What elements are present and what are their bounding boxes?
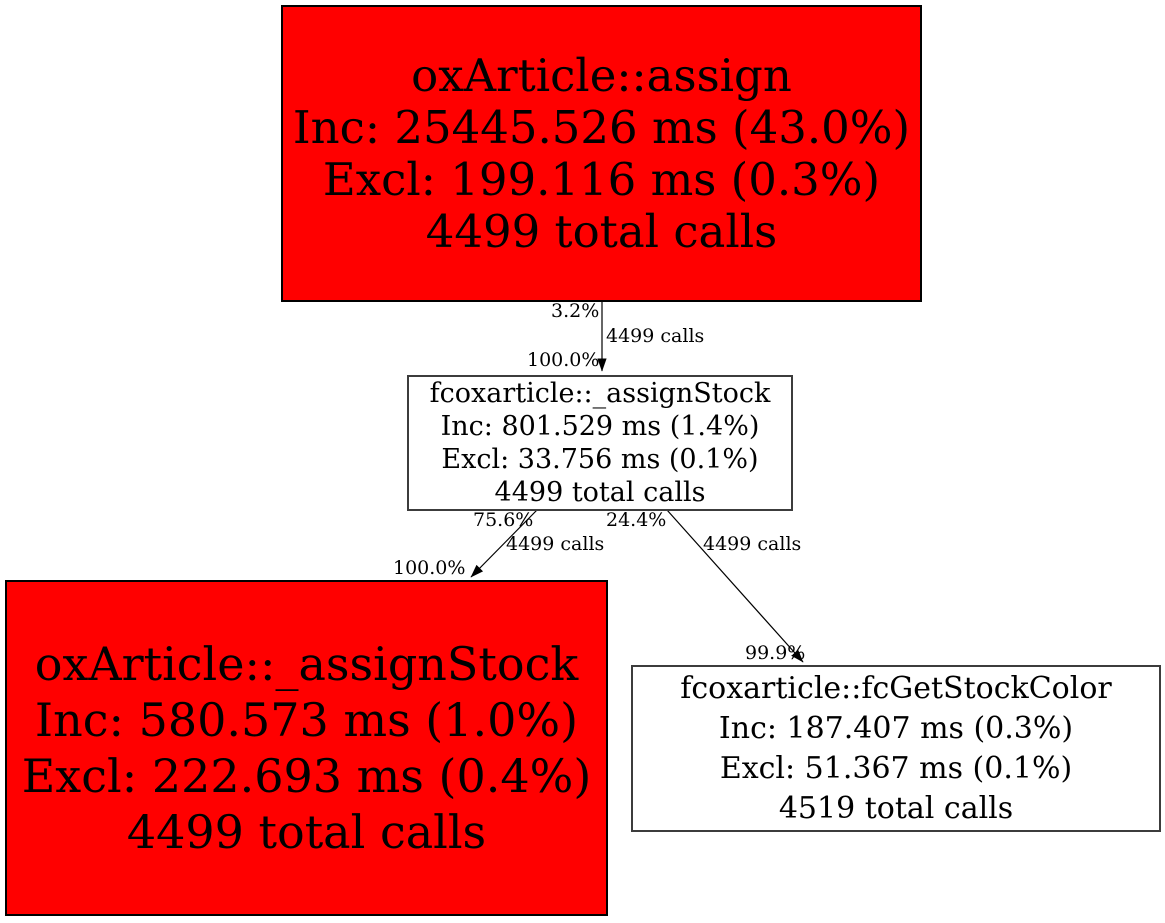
node-title: fcoxarticle::_assignStock <box>429 378 771 409</box>
node-fcoxarticle-fcgetstockcolor: fcoxarticle::fcGetStockColor Inc: 187.40… <box>631 665 1161 832</box>
edge-outgoing-percent-label: 24.4% <box>606 509 667 531</box>
node-exclusive-time: Excl: 51.367 ms (0.1%) <box>719 750 1073 786</box>
edge-calls-label: 4499 calls <box>606 325 705 347</box>
node-total-calls: 4499 total calls <box>494 477 706 508</box>
edge-line-fcassignstock-to-oxassignstock <box>470 509 538 578</box>
node-inclusive-time: Inc: 25445.526 ms (43.0%) <box>292 100 911 154</box>
node-title: oxArticle::assign <box>411 48 792 102</box>
edge-outgoing-percent-label: 3.2% <box>551 300 600 322</box>
node-exclusive-time: Excl: 222.693 ms (0.4%) <box>21 749 592 803</box>
node-inclusive-time: Inc: 187.407 ms (0.3%) <box>718 710 1074 746</box>
node-exclusive-time: Excl: 199.116 ms (0.3%) <box>322 152 881 206</box>
node-total-calls: 4499 total calls <box>126 805 487 859</box>
node-exclusive-time: Excl: 33.756 ms (0.1%) <box>441 444 759 475</box>
edge-incoming-percent-label: 99.9% <box>745 642 806 664</box>
node-title: oxArticle::_assignStock <box>34 637 579 691</box>
node-inclusive-time: Inc: 801.529 ms (1.4%) <box>440 411 760 442</box>
node-total-calls: 4519 total calls <box>778 790 1014 826</box>
edge-calls-label: 4499 calls <box>506 533 605 555</box>
node-oxarticle-assign: oxArticle::assign Inc: 25445.526 ms (43.… <box>281 5 922 302</box>
edge-incoming-percent-label: 100.0% <box>527 349 600 371</box>
edge-outgoing-percent-label: 75.6% <box>473 509 534 531</box>
node-fcoxarticle-assignstock: fcoxarticle::_assignStock Inc: 801.529 m… <box>407 375 793 511</box>
edge-incoming-percent-label: 100.0% <box>393 557 466 579</box>
node-inclusive-time: Inc: 580.573 ms (1.0%) <box>34 693 579 747</box>
edge-line-fcassignstock-to-fcgetstockcolor <box>666 509 804 663</box>
node-title: fcoxarticle::fcGetStockColor <box>680 670 1112 706</box>
node-oxarticle-assignstock: oxArticle::_assignStock Inc: 580.573 ms … <box>5 580 608 916</box>
edge-calls-label: 4499 calls <box>703 533 802 555</box>
node-total-calls: 4499 total calls <box>425 204 778 258</box>
